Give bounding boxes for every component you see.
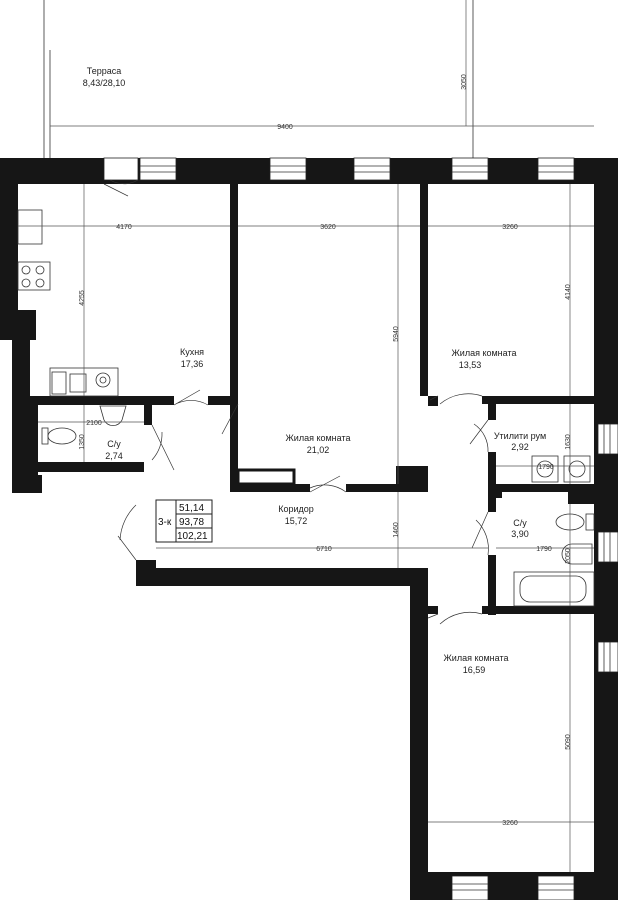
dim-living1-width: 3620 bbox=[320, 224, 336, 231]
bath2-fixtures bbox=[513, 513, 595, 607]
room-name-living1: Жилая комната bbox=[285, 433, 350, 443]
windows bbox=[103, 157, 618, 900]
room-name-living3: Жилая комната bbox=[443, 653, 508, 663]
dim-bath1-depth: 1350 bbox=[79, 434, 86, 450]
bathtub-icon bbox=[513, 571, 595, 607]
door-icon bbox=[103, 157, 139, 197]
room-area-corridor: 15,72 bbox=[285, 516, 308, 526]
window-icon bbox=[451, 875, 489, 900]
room-area-kitchen: 17,36 bbox=[181, 359, 204, 369]
stove-icon bbox=[17, 261, 51, 291]
door-icon bbox=[151, 424, 175, 471]
window-icon bbox=[597, 423, 618, 455]
dim-terrace-depth: 3050 bbox=[461, 74, 468, 90]
window-icon bbox=[353, 157, 391, 181]
room-area-bath2: 3,90 bbox=[511, 529, 529, 539]
door-icon bbox=[471, 511, 489, 556]
room-name-utility: Утилити рум bbox=[494, 431, 546, 441]
dim-corridor-width: 6710 bbox=[316, 546, 332, 553]
room-labels: Терраса 8,43/28,10 Кухня 17,36 Жилая ком… bbox=[83, 66, 546, 675]
room-area-terrace: 8,43/28,10 bbox=[83, 78, 126, 88]
window-icon bbox=[139, 157, 177, 181]
window-icon bbox=[537, 875, 575, 900]
sink-icon bbox=[99, 405, 127, 426]
room-area-utility: 2,92 bbox=[511, 442, 529, 452]
terrace bbox=[43, 0, 474, 158]
bath1-fixtures bbox=[41, 405, 127, 445]
dim-bath2-depth: 2050 bbox=[565, 548, 572, 564]
summary-box: 3-к 51,14 93,78 102,21 bbox=[155, 499, 213, 543]
dim-corridor-depth: 1460 bbox=[393, 522, 400, 538]
door-icon bbox=[429, 393, 483, 405]
dimension-lines bbox=[18, 0, 594, 872]
door-icon bbox=[469, 419, 489, 453]
room-name-terrace: Терраса bbox=[87, 66, 122, 76]
counter bbox=[17, 209, 43, 245]
dim-bath2-width: 1790 bbox=[536, 546, 552, 553]
dim-utility-width: 1790 bbox=[538, 464, 554, 471]
dim-living3-depth: 5090 bbox=[565, 734, 572, 750]
door-icon bbox=[309, 475, 347, 493]
dimension-labels: 9400 3050 4170 4255 3620 5940 3260 4140 … bbox=[79, 74, 572, 827]
summary-type: 3-к bbox=[158, 517, 172, 528]
door-icon bbox=[117, 504, 137, 561]
door-icon bbox=[221, 403, 239, 435]
room-name-kitchen: Кухня bbox=[180, 347, 204, 357]
walls bbox=[0, 158, 618, 900]
dim-kitchen-width: 4170 bbox=[116, 224, 132, 231]
window-icon bbox=[451, 157, 489, 181]
washing-machine-icon bbox=[563, 455, 591, 483]
summary-total-with-terrace: 102,21 bbox=[177, 531, 208, 542]
dim-living3-width: 3260 bbox=[502, 820, 518, 827]
room-name-living2: Жилая комната bbox=[451, 348, 516, 358]
summary-total: 93,78 bbox=[179, 517, 204, 528]
room-area-bath1: 2,74 bbox=[105, 451, 123, 461]
window-icon bbox=[537, 157, 575, 181]
door-icon bbox=[173, 389, 209, 406]
window-icon bbox=[597, 531, 618, 563]
dim-terrace-width: 9400 bbox=[277, 124, 293, 131]
room-name-bath2: С/у bbox=[513, 518, 527, 528]
dim-living1-depth: 5940 bbox=[393, 326, 400, 342]
kitchen-fixtures bbox=[17, 209, 119, 397]
sink-icon bbox=[561, 543, 593, 565]
room-name-corridor: Коридор bbox=[278, 504, 314, 514]
dim-bath1-width: 2100 bbox=[86, 420, 102, 427]
summary-living: 51,14 bbox=[179, 503, 204, 514]
room-area-living3: 16,59 bbox=[463, 665, 486, 675]
toilet-icon bbox=[41, 427, 77, 445]
room-name-bath1: С/у bbox=[107, 439, 121, 449]
room-area-living2: 13,53 bbox=[459, 360, 482, 370]
washing-machine-icon bbox=[531, 455, 559, 483]
dim-living2-width: 3260 bbox=[502, 224, 518, 231]
dim-living2-depth: 4140 bbox=[565, 284, 572, 300]
door-icon bbox=[427, 612, 483, 625]
window-icon bbox=[269, 157, 307, 181]
utility-fixtures bbox=[531, 455, 591, 483]
doors bbox=[117, 389, 489, 625]
dim-utility-depth: 1630 bbox=[565, 434, 572, 450]
dim-kitchen-depth: 4255 bbox=[79, 290, 86, 306]
toilet-icon bbox=[555, 513, 595, 531]
window-icon bbox=[597, 641, 618, 673]
room-area-living1: 21,02 bbox=[307, 445, 330, 455]
